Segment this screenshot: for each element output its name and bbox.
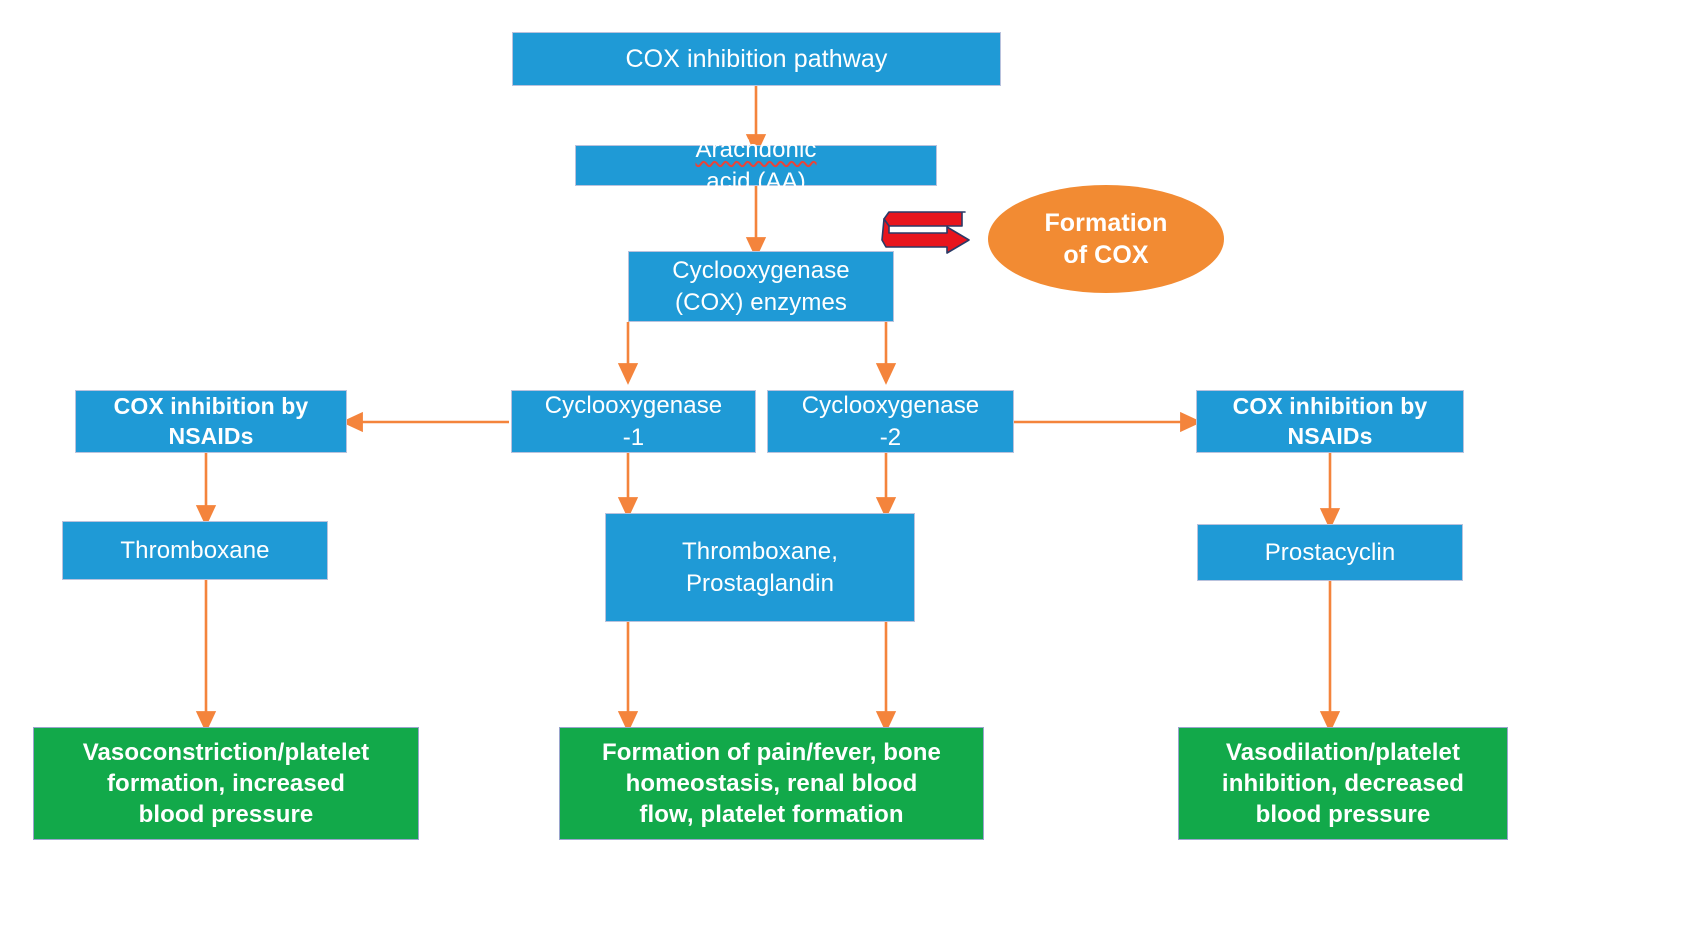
node-arachdonic-acid[interactable]: Arachdonic acid (AA) [575, 136, 937, 195]
node-outcome-right[interactable]: Vasodilation/platelet inhibition, decrea… [1178, 727, 1508, 840]
node-cyclooxygenase-1[interactable]: Cyclooxygenase -1 [511, 390, 756, 453]
node-label: Vasoconstriction/platelet formation, inc… [82, 738, 370, 829]
node-label: COX inhibition pathway [625, 44, 888, 73]
node-label-rest: acid (AA) [706, 167, 806, 195]
node-cyclooxygenase-enzymes[interactable]: Cyclooxygenase (COX) enzymes [628, 251, 894, 322]
node-label: Cyclooxygenase (COX) enzymes [672, 257, 850, 316]
node-prostacyclin[interactable]: Prostacyclin [1197, 524, 1463, 581]
node-cyclooxygenase-2[interactable]: Cyclooxygenase -2 [767, 390, 1014, 453]
node-label: Formation of pain/fever, bone homeostasi… [602, 738, 941, 829]
spellcheck-underlined-word: Arachdonic [695, 136, 817, 164]
circular-arrow-icon [881, 211, 970, 254]
node-cox-inhibition-pathway[interactable]: COX inhibition pathway [512, 32, 1001, 86]
node-label: Thromboxane, Prostaglandin [682, 538, 838, 597]
node-thromboxane[interactable]: Thromboxane [62, 521, 328, 580]
node-thromboxane-prostaglandin[interactable]: Thromboxane, Prostaglandin [605, 513, 915, 622]
node-label: Cyclooxygenase -2 [801, 392, 980, 451]
node-label: Thromboxane [120, 536, 270, 564]
node-cox-inhibition-nsaids-left[interactable]: COX inhibition by NSAIDs [75, 390, 347, 453]
node-label: COX inhibition by NSAIDs [1232, 392, 1428, 449]
node-outcome-left[interactable]: Vasoconstriction/platelet formation, inc… [33, 727, 419, 840]
node-cox-inhibition-nsaids-right[interactable]: COX inhibition by NSAIDs [1196, 390, 1464, 453]
node-label: Cyclooxygenase -1 [544, 392, 723, 451]
node-label: COX inhibition by NSAIDs [113, 392, 309, 449]
node-label: Formation of COX [1044, 208, 1168, 270]
node-label: Vasodilation/platelet inhibition, decrea… [1221, 738, 1465, 829]
node-label: Prostacyclin [1264, 538, 1396, 566]
node-outcome-center[interactable]: Formation of pain/fever, bone homeostasi… [559, 727, 984, 840]
node-formation-of-cox[interactable]: Formation of COX [988, 185, 1224, 293]
node-label: Arachdonic acid (AA) [576, 134, 936, 196]
